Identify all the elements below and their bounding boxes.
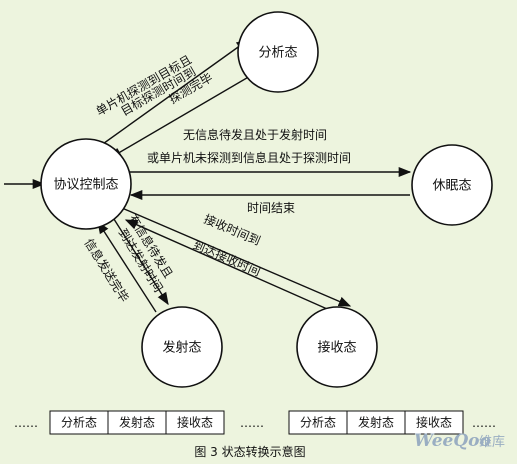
watermark-brand: WeeQoo	[414, 431, 491, 451]
edge-protocol-to-receive	[121, 207, 352, 307]
timeline-group1-slot-analysis: 分析态	[61, 416, 97, 430]
node-transmit-label: 发射态	[162, 340, 201, 356]
node-transmit: 发射态	[141, 306, 223, 388]
timeline-group2-slot-receive: 接收态	[416, 415, 452, 430]
timeline-ellipsis-left: ……	[14, 416, 38, 430]
node-protocol-control: 协议控制态	[40, 138, 132, 230]
node-receive: 接收态	[296, 306, 378, 388]
node-sleep-label: 休眠态	[432, 179, 471, 194]
label-to-sleep-2: 或单片机未探测到信息且处于探测时间	[147, 150, 351, 165]
node-analysis: 分析态	[237, 11, 319, 93]
edge-protocol-to-analysis	[99, 39, 250, 147]
figure-caption: 图 3 状态转换示意图	[194, 444, 305, 459]
timeline-group1-slot-transmit: 发射态	[119, 415, 155, 430]
watermark-suffix: 维库	[479, 434, 505, 450]
timeline: …… 分析态 发射态 接收态 …… 分析态 发射态 接收态 ……	[14, 410, 496, 435]
node-receive-label: 接收态	[317, 340, 356, 356]
label-to-receive-1: 接收时间到	[202, 211, 263, 248]
label-to-sleep-1: 无信息待发且处于发射时间	[183, 127, 327, 142]
edge-analysis-to-protocol	[108, 71, 258, 159]
timeline-group2-slot-transmit: 发射态	[358, 415, 394, 430]
node-sleep: 休眠态	[411, 144, 493, 226]
timeline-ellipsis-right: ……	[472, 416, 496, 430]
label-from-sleep: 时间结束	[247, 201, 295, 215]
timeline-group2-slot-analysis: 分析态	[300, 416, 336, 430]
timeline-ellipsis-middle: ……	[240, 416, 264, 430]
edge-transmit-to-protocol	[97, 220, 157, 313]
node-analysis-label: 分析态	[258, 46, 297, 61]
node-protocol-control-label: 协议控制态	[53, 178, 118, 193]
edge-protocol-to-transmit	[111, 215, 169, 306]
timeline-group1-slot-receive: 接收态	[177, 415, 213, 430]
edge-receive-to-protocol	[124, 219, 344, 317]
watermark-logo: WeeQoo 维库	[414, 431, 505, 451]
